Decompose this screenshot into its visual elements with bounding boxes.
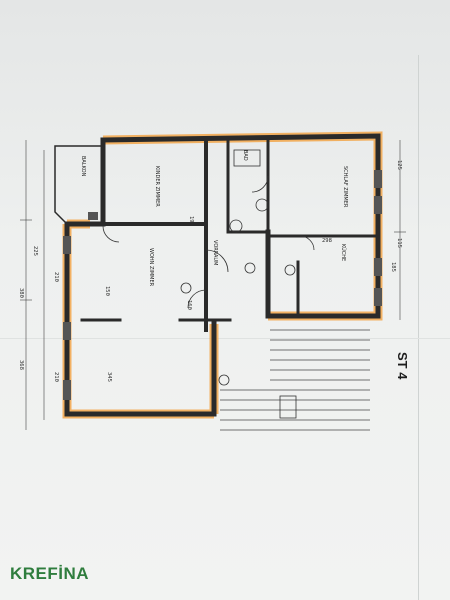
dim-label: 210 (53, 372, 59, 382)
dim-label: 185 (390, 262, 396, 272)
dim-label: 368 (18, 360, 24, 370)
dim-label: 380 (18, 288, 24, 298)
dimension-lines (20, 140, 406, 430)
room-label-bad: BAD (242, 150, 248, 161)
balkon-outline (54, 145, 103, 225)
door-swings (102, 175, 315, 309)
window-marks (63, 170, 382, 400)
dim-label: 125 (396, 160, 402, 170)
room-label-vorraum: VORRAUM (212, 240, 218, 265)
room-label-kueche: KÜCHE (340, 244, 347, 261)
paper-crease-line (0, 338, 450, 339)
walls (64, 133, 381, 417)
dim-label: 115 (396, 238, 402, 248)
paper-fold-line (418, 55, 419, 600)
room-label-kinderzimmer: KINDER ZIMMER (154, 166, 160, 207)
dim-label: 298 (322, 238, 332, 244)
room-label-wohnzimmer: WOHN ZIMMER (148, 248, 154, 287)
dim-label: 160 (186, 300, 192, 310)
dimension-labels: 380 368 210 210 225 345 298 125 115 185 … (18, 160, 402, 382)
sheet-label: ST 4 (395, 352, 410, 380)
perimeter-highlight (62, 131, 383, 419)
brand-logo: KREFİNA (10, 564, 90, 583)
room-label-balkon: BALKON (80, 156, 86, 177)
dim-label: 190 (188, 216, 194, 226)
dim-label: 345 (106, 372, 112, 382)
fixtures (180, 149, 297, 419)
dim-label: 210 (53, 272, 59, 282)
room-label-schlafzimmer: SCHLAF ZIMMER (342, 166, 348, 208)
dim-label: 225 (32, 246, 38, 256)
stairwell (220, 329, 370, 431)
dim-label: 150 (104, 286, 110, 296)
room-labels: BALKON KINDER ZIMMER SCHLAF ZIMMER WOHN … (80, 150, 348, 287)
